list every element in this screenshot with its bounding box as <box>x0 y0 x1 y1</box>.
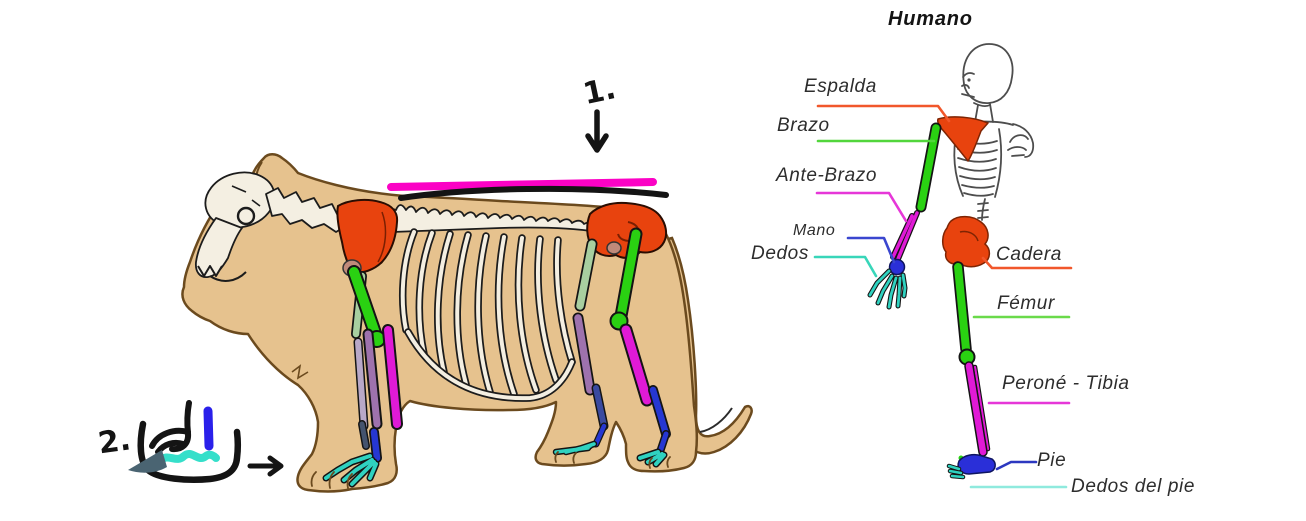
label-connectors <box>813 104 1073 489</box>
human-femur <box>954 263 970 353</box>
label-ante-brazo: Ante-Brazo <box>776 165 878 186</box>
human-toes <box>947 464 965 479</box>
human-tibia <box>965 362 987 456</box>
right-arrow-icon <box>247 455 284 477</box>
dedos-connector-line <box>813 255 878 278</box>
espalda-connector-line <box>816 104 951 123</box>
label-pie: Pie <box>1037 450 1067 471</box>
human-illustration <box>813 43 1073 489</box>
lion-chest-fur <box>291 364 309 380</box>
label-cadera: Cadera <box>996 244 1062 265</box>
human-hip <box>942 215 991 268</box>
step1-annotation: 1. <box>580 71 619 153</box>
human-foot <box>957 453 996 475</box>
lion-scapula <box>336 198 399 277</box>
back-marker-line-black <box>398 185 669 201</box>
label-brazo: Brazo <box>777 115 830 136</box>
lion-paw-details <box>310 451 671 489</box>
cadera-connector-line <box>981 256 1073 270</box>
pie-connector-line <box>995 460 1038 471</box>
human-forearm <box>891 211 919 261</box>
down-arrow-icon <box>585 109 609 153</box>
human-fingers <box>868 269 907 309</box>
step2-number: 2. <box>96 422 133 461</box>
mano-connector-line <box>846 236 896 264</box>
label-mano: Mano <box>793 222 836 239</box>
label-espalda: Espalda <box>804 76 877 97</box>
label-dedos-del-pie: Dedos del pie <box>1071 476 1195 497</box>
lion-hip-joint <box>606 241 622 255</box>
label-femur: Fémur <box>997 293 1055 314</box>
human-scapula <box>937 116 989 162</box>
label-dedos: Dedos <box>751 243 809 264</box>
human-panel-title: Humano <box>888 8 973 30</box>
paw-doodle <box>128 400 241 483</box>
label-perone-tibia: Peroné - Tibia <box>1002 373 1130 394</box>
lion-front-leg-bones <box>322 265 403 488</box>
human-hand <box>888 258 906 276</box>
back-marker-line-magenta <box>387 178 657 191</box>
lion-illustration: 1. 2. <box>96 71 753 493</box>
lion-far-rear-leg-bones <box>552 238 609 456</box>
step2-annotation: 2. <box>96 400 284 483</box>
ante-brazo-connector-line <box>815 191 908 223</box>
lion-ribcage <box>398 228 576 402</box>
step1-number: 1. <box>580 71 619 112</box>
lion-near-rear-leg-bones <box>609 227 671 468</box>
